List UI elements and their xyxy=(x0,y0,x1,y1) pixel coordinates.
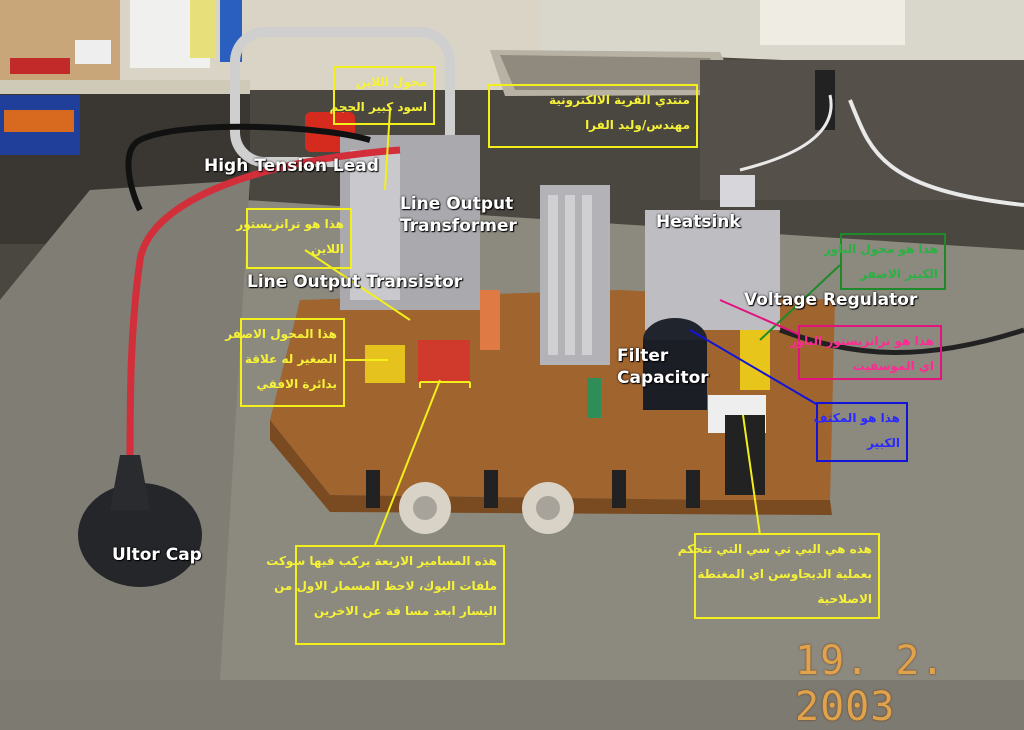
voltage-regulator-label: Voltage Regulator xyxy=(744,290,918,310)
note-line: مهندس/وليد الفرا xyxy=(585,118,690,132)
note-big-capacitor: هذا هو المكثف الكبير xyxy=(813,402,908,462)
photo-background xyxy=(0,0,1024,680)
note-line: الكبير الاصفر xyxy=(860,267,938,281)
note-ptc: هذه هي البي تي سي التي تتحكم بعملية الدي… xyxy=(677,533,880,619)
note-line: اي الموسفيت xyxy=(852,359,934,373)
note-line: هذا هو ترانزيستور الباور xyxy=(789,334,934,348)
note-line: بعملية الديجاوسن اي المغنطة xyxy=(697,567,872,581)
heatsink-label: Heatsink xyxy=(656,212,741,232)
date-stamp: 19. 2. 2003 xyxy=(795,638,946,730)
note-line: ملفات اليوك، لاحظ المسمار الاول من xyxy=(274,579,497,593)
note-power-transistor: هذا هو ترانزيستور الباور اي الموسفيت xyxy=(789,325,942,380)
high-tension-lead-label: High Tension Lead xyxy=(204,156,379,176)
note-line: اسود كبير الحجم xyxy=(329,100,427,114)
note-line: منتدي القرية الالكترونية xyxy=(548,93,690,107)
note-small-transformer: هذا المحول الاصفر الصغير له علاقة بدائرة… xyxy=(225,318,345,407)
note-line: الكبير xyxy=(867,436,900,450)
line-output-transistor-label: Line Output Transistor xyxy=(247,272,463,292)
filter-capacitor-label-line2: Capacitor xyxy=(617,368,709,388)
note-line: بدائرة الافقي xyxy=(256,377,337,391)
line-output-transformer-label-line1: Line Output xyxy=(400,194,514,214)
note-line: هذا المحول الاصفر xyxy=(225,327,337,341)
note-line: محول اللاين xyxy=(355,75,427,89)
note-forum: منتدي القرية الالكترونية مهندس/وليد الفر… xyxy=(488,84,698,148)
note-power-transformer: هذا هو محول الباور الكبير الاصفر xyxy=(823,233,946,290)
note-line: هذه هي البي تي سي التي تتحكم xyxy=(677,542,872,556)
note-line: هذا هو محول الباور xyxy=(823,242,938,256)
note-line: الاصلاحية xyxy=(817,592,872,606)
note-line-transformer: محول اللاين اسود كبير الحجم xyxy=(329,66,435,125)
note-line-transistor: هذا هو ترانزيستور اللاين xyxy=(236,208,352,269)
note-four-pins: هذه المسامير الاربعة يركب فيها سوكت ملفا… xyxy=(266,545,505,645)
line-output-transformer-label-line2: Transformer xyxy=(400,216,517,236)
note-line: هذا هو ترانزيستور xyxy=(236,217,344,231)
ultor-cap-label: Ultor Cap xyxy=(112,545,202,565)
note-line: اللاين xyxy=(310,242,344,256)
note-line: هذا هو المكثف xyxy=(813,411,900,425)
note-line: هذه المسامير الاربعة يركب فيها سوكت xyxy=(266,554,497,568)
note-line: الصغير له علاقة xyxy=(244,352,337,366)
note-line: اليسار ابعد مسا فة عن الاخرين xyxy=(313,604,497,618)
filter-capacitor-label-line1: Filter xyxy=(617,346,669,366)
